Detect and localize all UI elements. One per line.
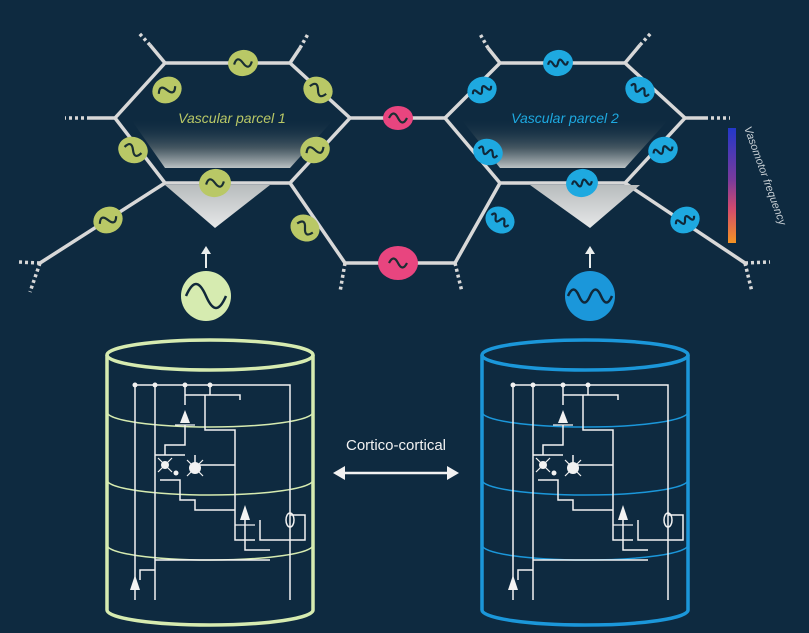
column-1-signal <box>181 246 231 321</box>
oscillator-cell <box>290 214 320 242</box>
oscillator-cell <box>625 76 655 104</box>
interneuron-icon <box>663 512 673 528</box>
oscillator-cell <box>473 138 503 166</box>
parcel-2-label: Vascular parcel 2 <box>511 110 619 126</box>
frequency-legend: Vasomotor frequency <box>728 125 789 243</box>
pyramidal-neuron-icon <box>240 505 250 520</box>
oscillator-cell <box>199 168 231 198</box>
frequency-legend-label: Vasomotor frequency <box>741 125 788 228</box>
oscillator-cell <box>93 206 123 234</box>
junction-cell-bottom <box>378 246 418 280</box>
oscillator-cell <box>543 49 573 77</box>
pyramidal-neuron-icon <box>618 505 628 520</box>
oscillator-cell <box>118 136 148 164</box>
pyramidal-neuron-icon <box>558 410 568 423</box>
parcel-2-cells <box>467 49 700 234</box>
interneuron-icon <box>285 512 295 528</box>
parcel-1-label: Vascular parcel 1 <box>178 110 286 126</box>
oscillator-cell <box>152 76 182 104</box>
oscillator-cell <box>648 136 678 164</box>
parcel-2-shading <box>460 118 670 228</box>
parcel-1-cells <box>93 49 333 242</box>
cortical-column-2 <box>480 338 690 627</box>
frequency-gradient-bar <box>728 128 736 243</box>
cortico-cortical-label: Cortico-cortical <box>346 437 446 454</box>
junction-cells <box>378 106 418 280</box>
pyramidal-neuron-icon <box>130 575 140 590</box>
oscillator-cell <box>300 136 330 164</box>
oscillator-cell <box>566 168 598 198</box>
cortical-column-1 <box>105 338 315 627</box>
oscillator-cell <box>467 76 497 104</box>
double-arrow-icon <box>333 466 459 480</box>
oscillator-cell <box>228 49 258 77</box>
column-2-circuit <box>508 382 684 600</box>
column-2-signal <box>565 246 615 321</box>
pyramidal-neuron-icon <box>508 575 518 590</box>
oscillator-cell <box>670 206 700 234</box>
column-1-layers <box>106 411 314 561</box>
oscillator-cell <box>485 206 515 234</box>
junction-cell-top <box>383 106 413 130</box>
parcel-1-shading <box>130 118 335 228</box>
oscillator-cell <box>303 76 333 104</box>
pyramidal-neuron-icon <box>180 410 190 423</box>
column-1-circuit <box>130 382 306 600</box>
vessel-stub-ends <box>17 30 771 293</box>
